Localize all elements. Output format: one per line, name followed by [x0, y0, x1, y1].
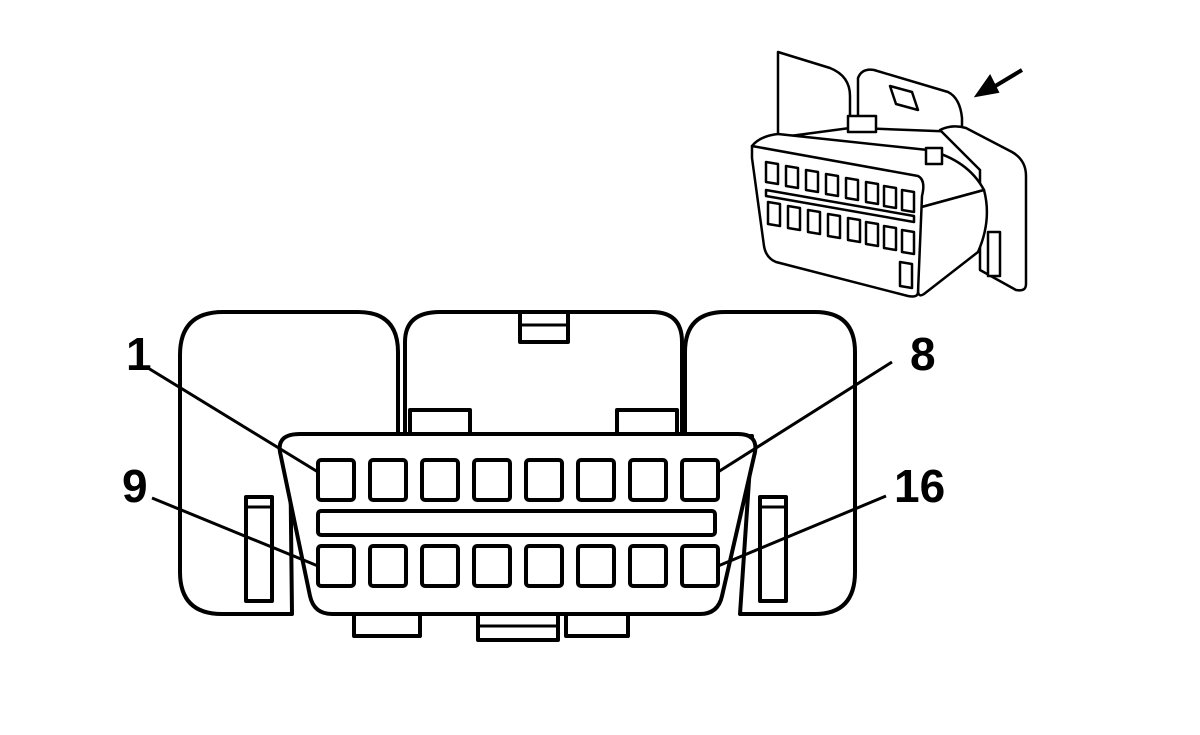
pin-13	[524, 544, 564, 588]
housing-left-wing	[178, 310, 400, 616]
leader-lines	[147, 360, 893, 568]
top-latch-body	[403, 310, 684, 438]
label-pin-9: 9	[122, 460, 148, 512]
pin-3	[420, 458, 460, 502]
iso-side-slot	[986, 230, 1002, 278]
pin-8	[680, 458, 720, 502]
leader-line-8	[717, 360, 893, 474]
pin-10	[368, 544, 408, 588]
connector-face	[277, 432, 758, 616]
pin-11	[420, 544, 460, 588]
housing-right-wing	[683, 310, 857, 616]
pin-5	[524, 458, 564, 502]
label-pin-8: 8	[910, 328, 936, 380]
side-slot-right	[758, 495, 788, 603]
bottom-tab-left	[352, 612, 422, 638]
iso-pin-row-top	[764, 160, 916, 214]
center-divider-bar	[316, 509, 717, 537]
side-slot-left	[244, 495, 274, 603]
connector-front-view	[178, 310, 857, 642]
pin-6	[576, 458, 616, 502]
iso-body-front	[750, 144, 925, 298]
label-pin-1: 1	[126, 328, 152, 380]
pin-1	[316, 458, 356, 502]
pin-4	[472, 458, 512, 502]
connector-isometric-view	[750, 50, 1028, 298]
leader-line-9	[151, 496, 319, 568]
iso-pin-row-bottom	[766, 200, 916, 256]
pin-7	[628, 458, 668, 502]
pin-2	[368, 458, 408, 502]
iso-body-side	[916, 188, 989, 297]
pin-15	[628, 544, 668, 588]
label-pin-16: 16	[894, 460, 945, 512]
leader-line-16	[717, 494, 887, 568]
view-direction-arrow-icon	[973, 68, 1024, 98]
leader-line-1	[147, 366, 319, 474]
top-latch-tab	[518, 310, 570, 344]
pin-row-top	[316, 458, 720, 502]
iso-left-wing	[776, 50, 852, 138]
pin-12	[472, 544, 512, 588]
pin-14	[576, 544, 616, 588]
bottom-tab-right	[564, 612, 630, 638]
